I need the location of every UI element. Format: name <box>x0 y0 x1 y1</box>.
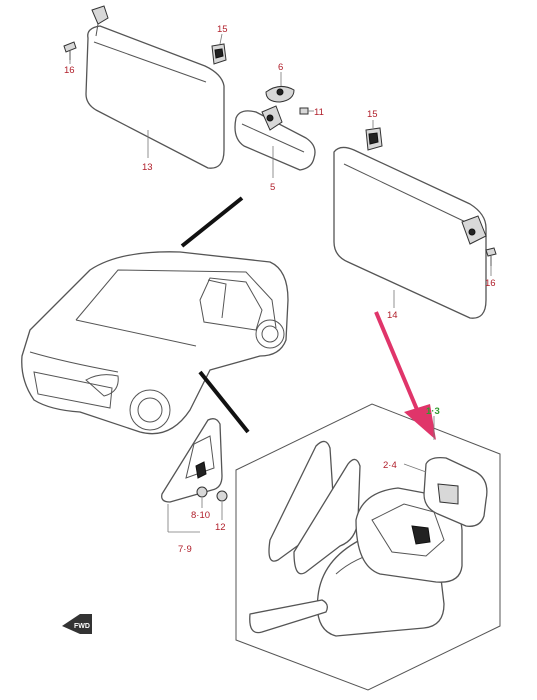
pointer-lines <box>180 196 250 434</box>
screw-16-left <box>63 41 77 60</box>
fwd-indicator <box>62 614 92 634</box>
callout-11: 11 <box>314 107 324 118</box>
clip-15-left <box>211 43 227 65</box>
callout-14: 14 <box>387 310 398 321</box>
callout-1-3: 1·3 <box>426 406 440 417</box>
car-outline <box>21 251 289 435</box>
leader-lines <box>69 33 492 533</box>
highlight-arrow <box>374 311 436 440</box>
callout-15-right: 15 <box>367 109 378 120</box>
clip-15-right <box>365 127 383 151</box>
callout-16-left: 16 <box>64 65 75 76</box>
callout-12: 12 <box>215 522 226 533</box>
rear-view-mirror <box>234 105 316 171</box>
callout-15-left: 15 <box>217 24 228 35</box>
screw-11 <box>299 107 309 115</box>
screw-8-10 <box>196 486 208 498</box>
callout-5: 5 <box>270 182 275 193</box>
mirror-glass <box>423 456 488 527</box>
callout-13: 13 <box>142 162 153 173</box>
outside-mirror-box <box>235 403 501 691</box>
callout-7-9: 7·9 <box>178 544 192 555</box>
outside-mirror <box>249 487 463 637</box>
callout-8-10: 8·10 <box>191 510 210 521</box>
callout-16-right: 16 <box>485 278 496 289</box>
callout-6: 6 <box>278 62 283 73</box>
screw-16-right <box>485 247 497 266</box>
sun-visor-left <box>85 5 225 169</box>
fwd-label: FWD <box>74 623 90 630</box>
mirror-garnish-inner <box>161 418 223 503</box>
callout-2-4: 2·4 <box>383 460 397 471</box>
sun-visor-right <box>333 146 487 319</box>
mirror-mount-6 <box>265 86 295 103</box>
door-garnish <box>268 440 361 575</box>
cap-12 <box>216 490 228 502</box>
